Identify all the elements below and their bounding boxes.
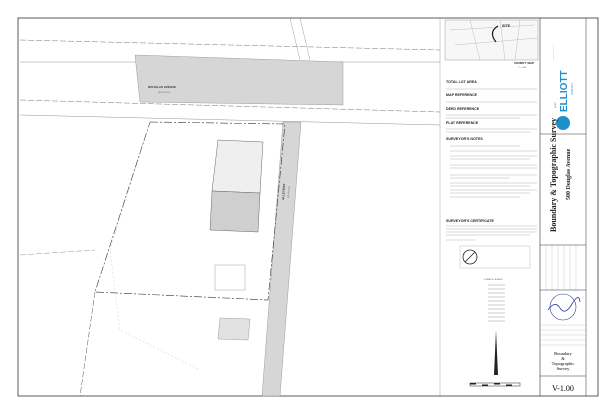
vicinity-map: SITE VICINITY MAP 1" = 500' [444,19,539,69]
surveyors-certificate-heading: SURVEYOR'S CERTIFICATE [446,219,494,223]
lot-boundary [94,121,286,301]
symbol-legend-heading: SYMBOL LEGEND [484,279,503,281]
vicinity-map-title: VICINITY MAP [514,61,534,65]
project-address: 500 Douglas Avenue [566,148,572,200]
map-reference-heading: MAP REFERENCE [446,93,478,97]
surveyor-seal [549,293,577,321]
douglas-avenue-pavement [134,54,344,106]
notes-panel: TOTAL LOT AREA MAP REFERENCE DEED REFERE… [446,80,537,387]
alley-row: (20' R.O.W.) [288,186,291,198]
road-row: (50' R.O.W.) [158,92,170,94]
sheet-title-4: Survey [557,366,570,371]
concrete-pad [217,317,251,341]
surveyor-signature [547,297,581,312]
company-name: ELLIOTT [559,70,570,112]
existing-dwelling [211,139,264,194]
company-logo-icon [556,116,570,130]
site-label: SITE [502,24,511,28]
sheet-title-3: Topographic [552,361,575,366]
site-arrow-icon [491,25,499,43]
flood-note-box [459,245,531,269]
company-suffix: SURVEY [570,83,574,95]
no-flood-icon [462,249,478,265]
sheet-title-2: & [561,356,565,361]
road-name: DOUGLAS AVENUE [148,85,176,89]
sheet-title-1: Boundary [554,351,572,356]
alley-name: ALLEYWAY [281,183,286,200]
project-title: Boundary & Topographic Survey [549,118,558,232]
sheet-border [17,17,599,397]
company-prefix: CLINT [555,101,557,108]
total-lot-area-heading: TOTAL LOT AREA [446,80,477,84]
vicinity-map-scale: 1" = 500' [518,67,527,69]
sheet-number: V-1.00 [552,384,574,393]
plat-reference-heading: PLAT REFERENCE [446,121,479,125]
deed-reference-heading: DEED REFERENCE [446,107,480,111]
surveyors-notes-heading: SURVEYOR'S NOTES [446,137,483,141]
existing-addition [209,190,261,233]
shed [214,264,246,291]
north-arrow-icon [494,330,498,375]
alleyway-pavement [261,121,302,397]
company-address: ______ ______ [552,44,554,61]
site-plan: DOUGLAS AVENUE (50' R.O.W.) ALLEYWAY (20… [19,17,441,397]
title-block: ______ ______ CLINT ELLIOTT SURVEY Bound… [540,44,586,393]
